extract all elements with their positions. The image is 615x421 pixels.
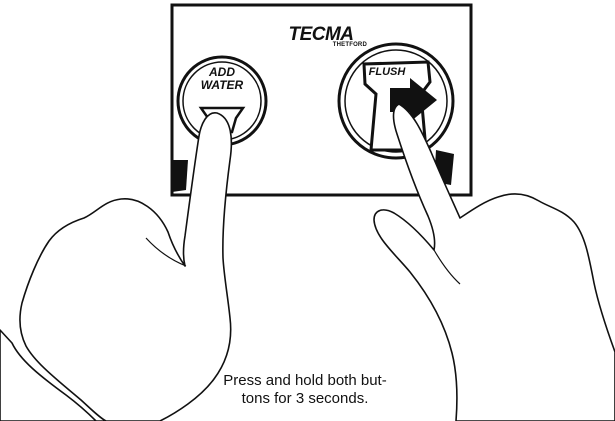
- brand-subtitle: THETFORD: [303, 42, 367, 48]
- flush-label: FLUSH: [362, 66, 412, 78]
- caption-line2: tons for 3 seconds.: [190, 390, 420, 408]
- instruction-caption: Press and hold both but- tons for 3 seco…: [190, 372, 420, 408]
- add-water-label: ADD WATER: [186, 66, 258, 92]
- panel-dark-mark-left: [172, 160, 188, 192]
- caption-line1: Press and hold both but-: [190, 372, 420, 390]
- add-water-label-line2: WATER: [186, 79, 258, 92]
- flush-button: [339, 44, 453, 158]
